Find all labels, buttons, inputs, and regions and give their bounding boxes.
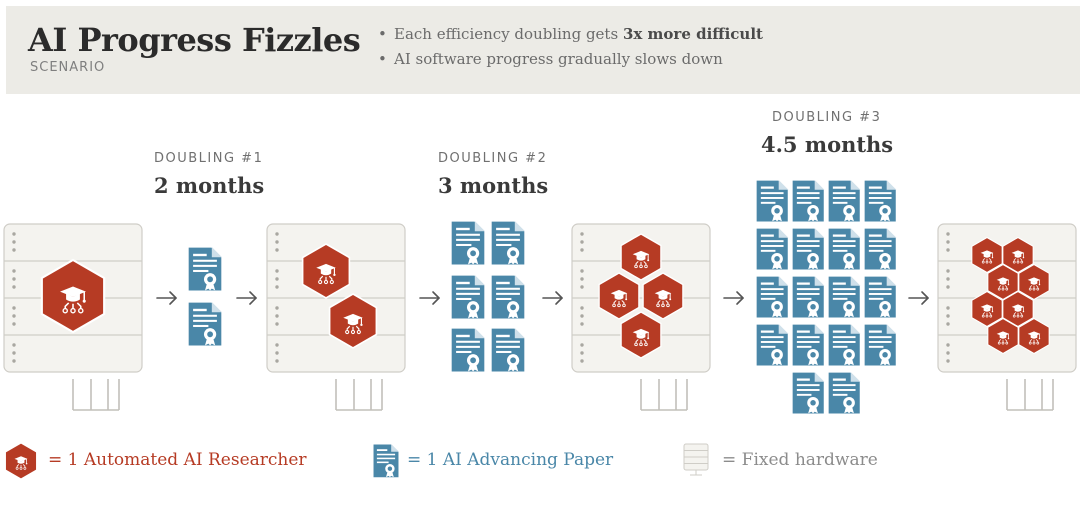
scenario-subtitle: SCENARIO <box>30 60 106 75</box>
paper-icon <box>490 274 526 321</box>
paper-icon <box>791 179 826 223</box>
paper-icon <box>490 220 526 267</box>
paper-icon <box>755 323 790 367</box>
doubling-2-label: DOUBLING #2 <box>438 151 548 166</box>
paper-icon <box>863 275 898 319</box>
paper-icon <box>450 220 486 267</box>
paper-icon <box>450 274 486 321</box>
paper-icon <box>755 179 790 223</box>
arrow-icon <box>156 291 177 305</box>
arrow-icon <box>723 291 744 305</box>
arrow-icon <box>542 291 563 305</box>
legend-hardware-label: = Fixed hardware <box>722 450 878 470</box>
scenario-bullets: •Each efficiency doubling gets 3x more d… <box>378 22 763 72</box>
arrow-icon <box>236 291 257 305</box>
paper-icon <box>863 179 898 223</box>
legend-researcher-label: = 1 Automated AI Researcher <box>48 450 307 470</box>
legend-hardware-icon <box>683 443 709 476</box>
paper-icon <box>791 371 826 415</box>
legend-researcher-icon <box>5 443 36 479</box>
paper-icon <box>827 371 862 415</box>
doubling-3-duration: 4.5 months <box>761 132 894 157</box>
page-title: AI Progress Fizzles <box>28 21 361 59</box>
doubling-3-label: DOUBLING #3 <box>772 110 882 125</box>
arrow-icon <box>908 291 929 305</box>
bullet-emphasis: 3x more difficult <box>622 25 763 43</box>
paper-icon <box>187 246 223 293</box>
paper-icon <box>827 275 862 319</box>
paper-icon <box>863 323 898 367</box>
paper-icon <box>863 227 898 271</box>
doubling-1-duration: 2 months <box>154 173 265 198</box>
paper-icon <box>755 275 790 319</box>
doubling-1-label: DOUBLING #1 <box>154 151 264 166</box>
paper-icon <box>791 227 826 271</box>
scenario-header <box>6 6 1080 94</box>
doubling-2-duration: 3 months <box>438 173 549 198</box>
paper-icon <box>791 275 826 319</box>
paper-icon <box>827 179 862 223</box>
paper-icon <box>827 227 862 271</box>
bullet-text: AI software progress gradually slows dow… <box>394 50 723 68</box>
paper-icon <box>755 227 790 271</box>
paper-icon <box>187 301 223 348</box>
paper-icon <box>791 323 826 367</box>
paper-icon <box>827 323 862 367</box>
bullet-item: •Each efficiency doubling gets 3x more d… <box>378 25 763 43</box>
paper-icon <box>450 327 486 374</box>
bullet-item: •AI software progress gradually slows do… <box>378 50 723 68</box>
arrow-icon <box>419 291 440 305</box>
paper-icon <box>490 327 526 374</box>
legend-paper-icon <box>372 443 400 479</box>
legend-paper-label: = 1 AI Advancing Paper <box>407 450 614 470</box>
bullet-text: Each efficiency doubling gets <box>394 25 623 43</box>
